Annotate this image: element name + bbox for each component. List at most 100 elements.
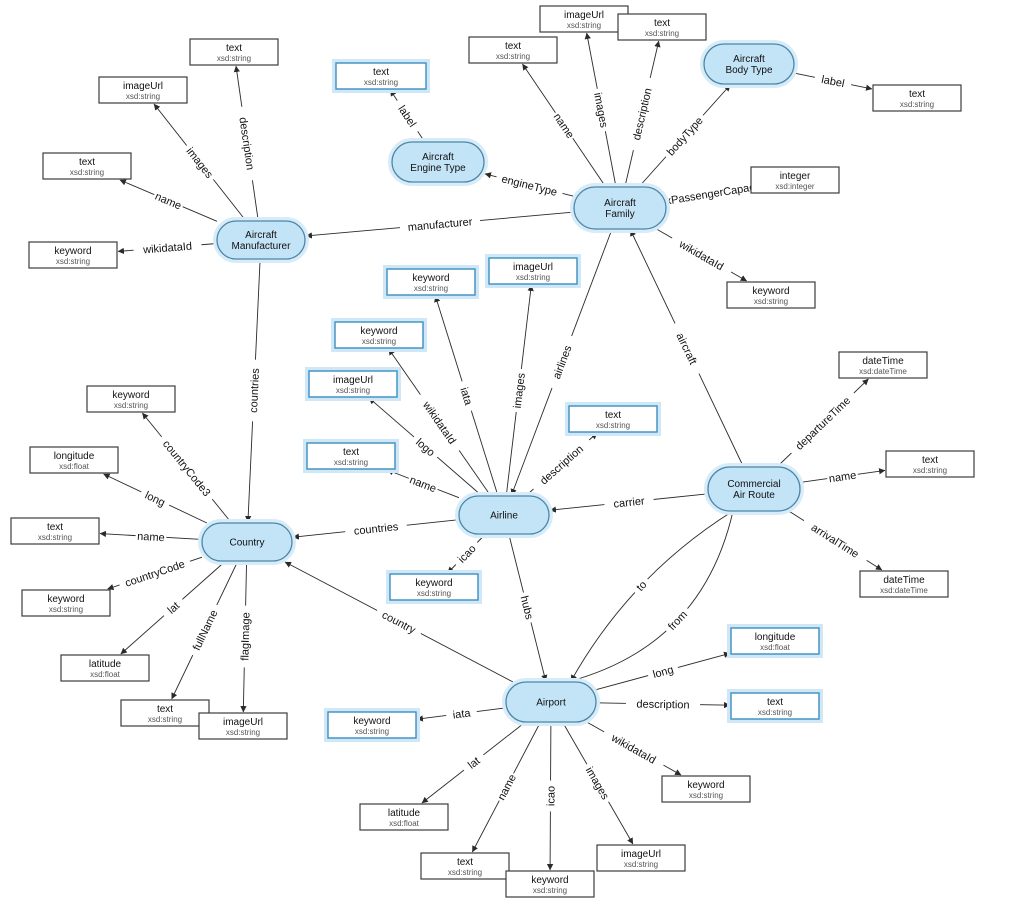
- class-node-halo: [213, 217, 309, 263]
- edge-label-text: images: [512, 372, 528, 409]
- edge-route-from-airport: [570, 510, 734, 683]
- literal-node-halo: [331, 318, 427, 352]
- edge-label-bg: [826, 467, 859, 486]
- literal-node-name: text: [373, 67, 389, 78]
- edge-label-bg: [661, 604, 694, 637]
- edge-label-text: images: [591, 92, 610, 130]
- class-node-halo: [704, 463, 804, 515]
- edge-label-long: long: [646, 660, 680, 683]
- literal-node-type: xsd:string: [645, 29, 679, 38]
- class-node-shape: [707, 466, 801, 512]
- edge-label-bg: [668, 320, 706, 377]
- edge-label-text: countryCode3: [160, 438, 212, 499]
- edge-label-bg: [660, 110, 709, 162]
- class-node-shape: [505, 681, 597, 723]
- literal-node-type: xsd:string: [362, 337, 396, 346]
- literal-node-box: [730, 692, 820, 720]
- edge-label-bg: [245, 359, 263, 422]
- edge-label-bg: [629, 574, 653, 598]
- literal-node-box: [726, 281, 816, 309]
- edge-label-aircraft: aircraft: [668, 320, 706, 377]
- edge-label-text: bodyType: [665, 115, 706, 159]
- edge-label-bg: [159, 594, 188, 621]
- literal-node-halo: [332, 59, 430, 93]
- edge-label-bg: [138, 485, 173, 512]
- literal-node-type: xsd:integer: [775, 182, 814, 191]
- literal-node-type: xsd:string: [334, 458, 368, 467]
- literal-node-box: [859, 570, 949, 598]
- literal-node-name: imageUrl: [513, 262, 553, 273]
- literal-node-box: [661, 775, 751, 803]
- edge-label-engineType: engineType: [494, 170, 565, 201]
- literal-node-name: latitude: [89, 659, 122, 670]
- literal-node-name: keyword: [353, 716, 390, 727]
- edge-label-bg: [186, 601, 224, 659]
- literal-node-type: xsd:string: [336, 386, 370, 395]
- literal-node-name: keyword: [54, 246, 91, 257]
- edge-label-text: icao: [545, 786, 557, 806]
- class-node-label: Airport: [536, 698, 566, 709]
- literal-node-name: text: [654, 18, 670, 29]
- edge-label-flagImage: flagImage: [237, 605, 253, 668]
- edge-label-lat: lat: [459, 749, 488, 776]
- edge-label-bg: [455, 379, 479, 413]
- literal-node-box: [838, 351, 928, 379]
- class-node-halo: [388, 138, 488, 186]
- literal-node-name: longitude: [755, 632, 796, 643]
- literal-node-name: keyword: [360, 326, 397, 337]
- edge-label-text: manufacturer: [407, 216, 473, 234]
- edge-label-bg: [450, 537, 483, 570]
- class-node-country: Country: [198, 519, 296, 565]
- literal-node-box: [189, 38, 279, 66]
- edge-label-bg: [409, 431, 442, 463]
- edge-label-logo: logo: [409, 431, 442, 463]
- literal-node-name: text: [909, 89, 925, 100]
- edge-label-text: departureTime: [794, 395, 854, 453]
- edge-label-airlines: airlines: [545, 333, 579, 391]
- literal-node-type: xsd:string: [414, 284, 448, 293]
- class-node-label: Aircraft: [604, 198, 636, 209]
- literal-node-name: text: [767, 697, 783, 708]
- literal-node-halo: [565, 402, 661, 436]
- literal-node-type: xsd:string: [148, 715, 182, 724]
- edge-label-departureTime: departureTime: [786, 387, 859, 459]
- literal-node-box: [327, 711, 417, 739]
- edge-label-bg: [234, 105, 260, 182]
- edge-label-name: name: [549, 108, 579, 143]
- edge-label-bg: [625, 696, 701, 712]
- edge-label-bg: [459, 749, 488, 776]
- edge-label-text: carrier: [613, 495, 646, 510]
- literal-node-type: xsd:string: [689, 791, 723, 800]
- literal-node-name: text: [157, 704, 173, 715]
- literal-node-type: xsd:string: [38, 533, 72, 542]
- edge-label-bg: [668, 231, 735, 279]
- edge-label-wikidataId: wikidataId: [668, 231, 735, 279]
- edge-label-bg: [626, 76, 658, 152]
- literal-node-type: xsd:float: [389, 819, 420, 828]
- edge-label-bodyType: bodyType: [660, 110, 709, 162]
- literal-node-name: keyword: [412, 273, 449, 284]
- edge-label-bg: [543, 780, 558, 812]
- edge-label-bg: [237, 605, 253, 668]
- edge-label-bg: [528, 434, 594, 495]
- literal-node-name: imageUrl: [621, 849, 661, 860]
- literal-node-type: xsd:string: [355, 727, 389, 736]
- edge-label-countries: countries: [344, 518, 408, 539]
- literal-node-name: keyword: [531, 875, 568, 886]
- class-node-label: Air Route: [733, 490, 775, 501]
- literal-node-box: [568, 405, 658, 433]
- edge-label-images: images: [580, 760, 615, 806]
- literal-node-name: text: [47, 522, 63, 533]
- edge-label-text: description: [636, 699, 689, 712]
- literal-node-type: xsd:float: [90, 670, 121, 679]
- literal-node-box: [98, 76, 188, 104]
- edge-label-long: long: [138, 485, 173, 512]
